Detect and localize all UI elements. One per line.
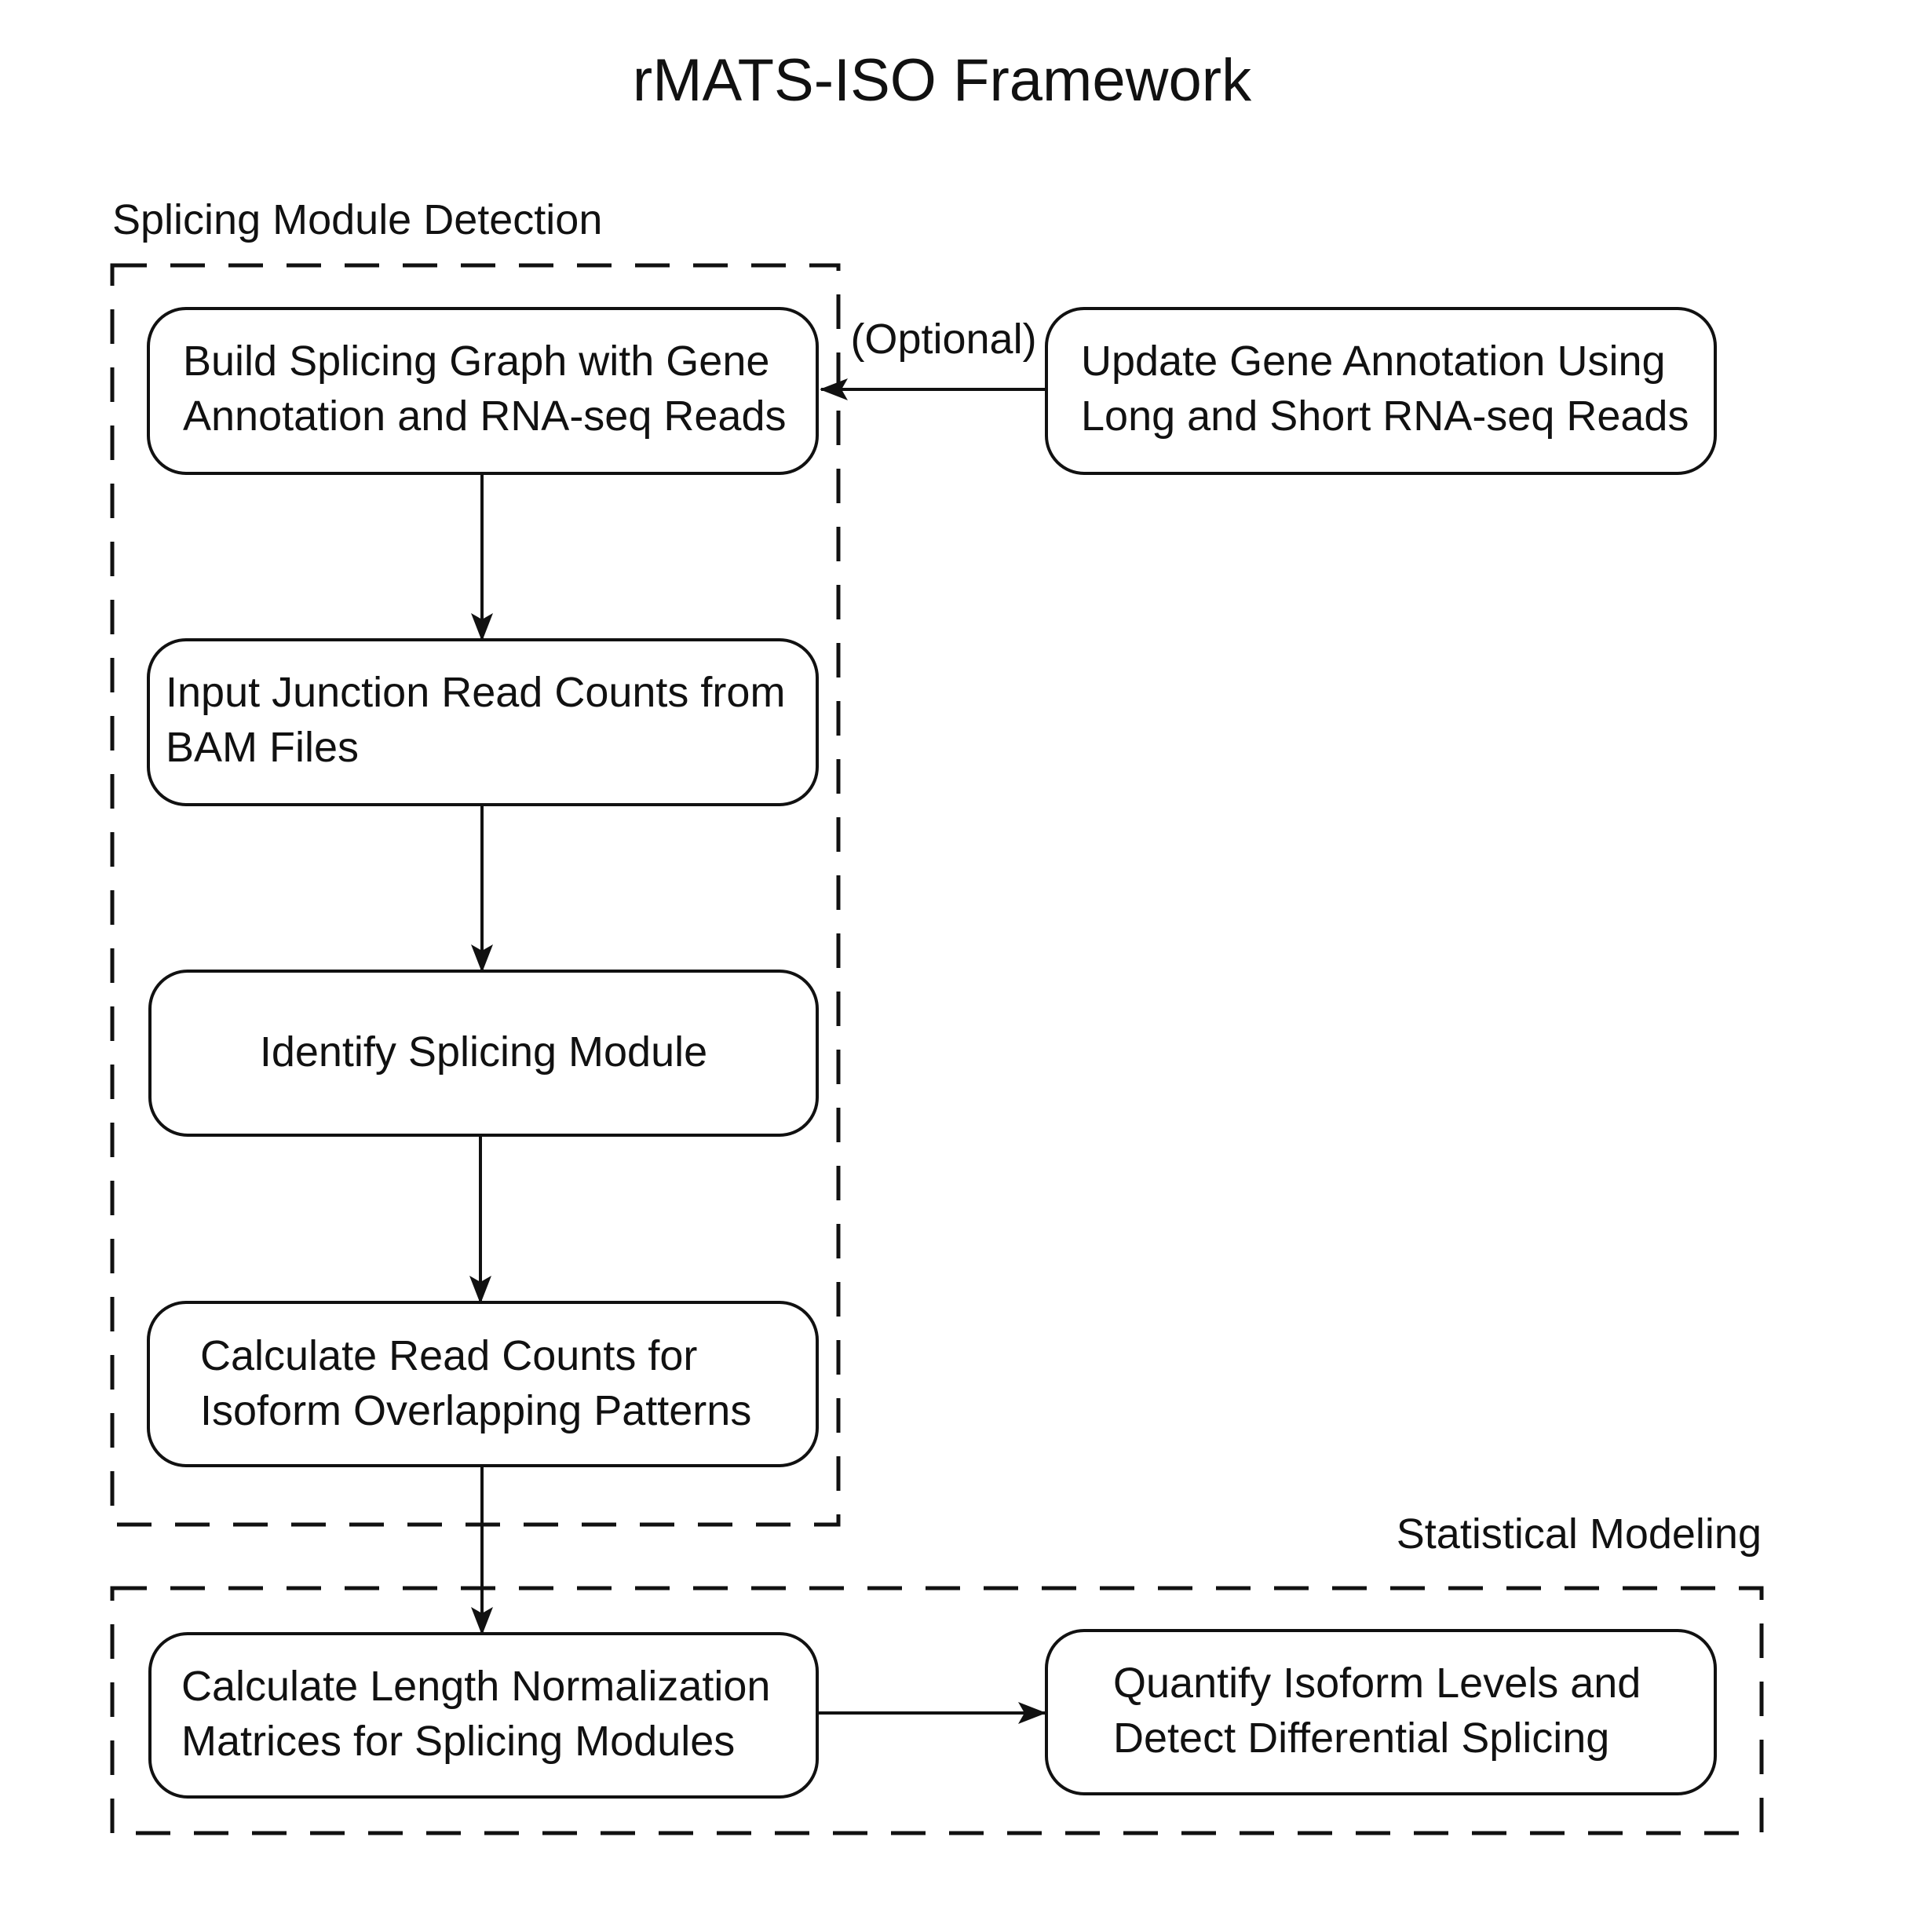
group-label-splicing-module-detection: Splicing Module Detection: [112, 196, 602, 243]
node-quantify-isoform-levels-line-2: Detect Differential Splicing: [1113, 1715, 1609, 1762]
node-quantify-isoform-levels: Quantify Isoform Levels and Detect Diffe…: [1045, 1629, 1717, 1795]
node-input-junction-read-counts-line-1: Input Junction Read Counts from: [166, 669, 785, 716]
node-calculate-length-normalization-line-1: Calculate Length Normalization: [181, 1663, 770, 1710]
group-statistical-modeling: [110, 1586, 1764, 1835]
group-splicing-module-detection: [110, 263, 841, 1527]
node-build-splicing-graph: Build Splicing Graph with Gene Annotatio…: [147, 307, 819, 475]
node-build-splicing-graph-line-2: Annotation and RNA-seq Reads: [183, 393, 786, 440]
node-update-gene-annotation-line-1: Update Gene Annotation Using: [1081, 338, 1666, 385]
node-calculate-length-normalization: Calculate Length Normalization Matrices …: [148, 1632, 819, 1799]
node-calculate-read-counts-line-2: Isoform Overlapping Patterns: [200, 1387, 751, 1434]
node-calculate-read-counts: Calculate Read Counts for Isoform Overla…: [147, 1301, 819, 1467]
node-identify-splicing-module: Identify Splicing Module: [148, 970, 819, 1137]
node-calculate-read-counts-line-1: Calculate Read Counts for: [200, 1332, 697, 1379]
node-input-junction-read-counts-line-2: BAM Files: [166, 724, 359, 771]
node-input-junction-read-counts: Input Junction Read Counts from BAM File…: [147, 638, 819, 806]
diagram-title: rMATS-ISO Framework: [633, 47, 1252, 114]
edge-label-optional: (Optional): [850, 316, 1036, 363]
node-quantify-isoform-levels-line-1: Quantify Isoform Levels and: [1113, 1660, 1641, 1707]
node-calculate-length-normalization-line-2: Matrices for Splicing Modules: [181, 1718, 735, 1765]
group-label-statistical-modeling: Statistical Modeling: [1397, 1510, 1762, 1558]
node-build-splicing-graph-line-1: Build Splicing Graph with Gene: [183, 338, 769, 385]
node-update-gene-annotation: Update Gene Annotation Using Long and Sh…: [1045, 307, 1717, 475]
node-identify-splicing-module-line-1: Identify Splicing Module: [260, 1028, 707, 1076]
node-update-gene-annotation-line-2: Long and Short RNA-seq Reads: [1081, 393, 1689, 440]
